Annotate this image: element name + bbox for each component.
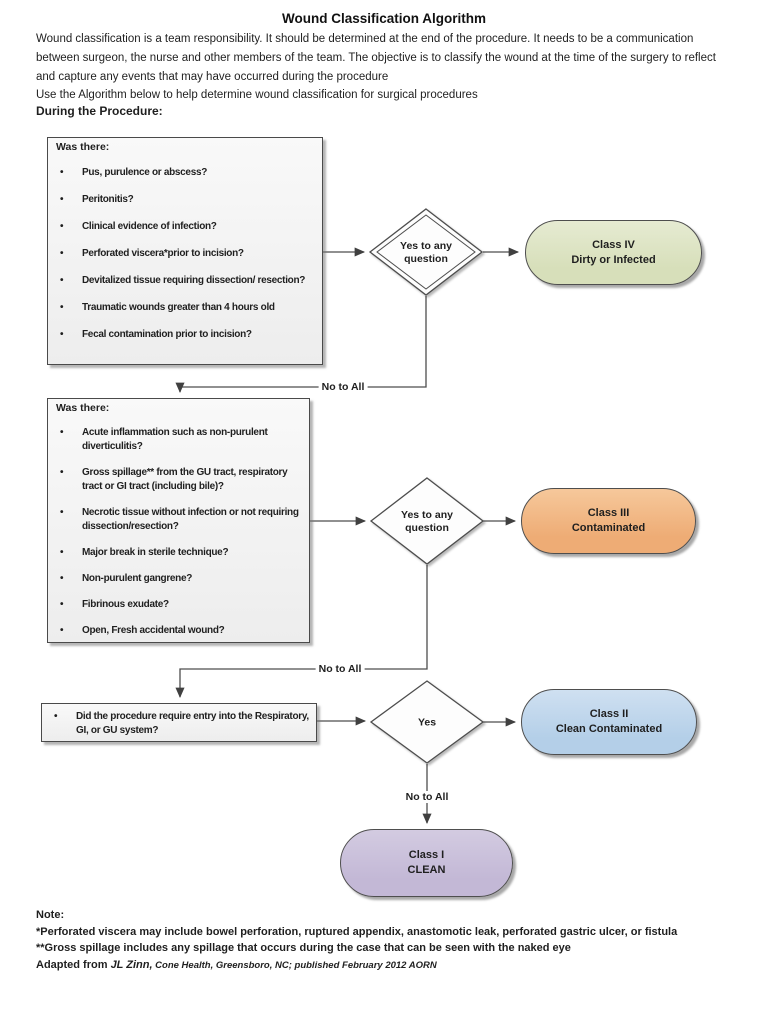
outcome-name-label: Dirty or Infected: [571, 253, 656, 266]
attribution-details: Cone Health, Greensboro, NC; published F…: [152, 959, 437, 971]
question-item: •Open, Fresh accidental wound?: [56, 624, 307, 638]
bullet-icon: •: [60, 275, 64, 286]
question-box-2-list: •Acute inflammation such as non-purulent…: [56, 426, 307, 638]
outcome-pill-class-i: Class I CLEAN: [340, 829, 513, 897]
edge-label-no-to-all-2: No to All: [315, 663, 365, 675]
question-item: •Traumatic wounds greater than 4 hours o…: [56, 301, 320, 315]
question-item: •Gross spillage** from the GU tract, res…: [56, 466, 307, 494]
bullet-icon: •: [60, 194, 64, 205]
question-box-1-heading: Was there:: [56, 141, 110, 153]
bullet-icon: •: [54, 711, 58, 722]
note-attribution: Adapted from JL Zinn, Cone Health, Green…: [36, 957, 756, 975]
edge-label-no-to-all-1: No to All: [318, 381, 368, 393]
decision-label-2: Yes to any question: [401, 509, 453, 534]
question-item: •Pus, purulence or abscess?: [56, 166, 320, 180]
instruction-line: Use the Algorithm below to help determin…: [36, 89, 478, 101]
outcome-name-label: CLEAN: [407, 864, 446, 876]
bullet-icon: •: [60, 221, 64, 232]
question-box-2: Was there: •Acute inflammation such as n…: [47, 398, 310, 643]
question-item: •Did the procedure require entry into th…: [50, 710, 314, 738]
edge-label-no-to-all-3: No to All: [402, 791, 452, 803]
note-line-1: *Perforated viscera may include bowel pe…: [36, 925, 678, 938]
question-item: •Fibrinous exudate?: [56, 598, 307, 612]
question-box-3-list: •Did the procedure require entry into th…: [50, 710, 314, 738]
page-title: Wound Classification Algorithm: [281, 11, 486, 26]
bullet-icon: •: [60, 625, 64, 636]
outcome-class-label: Class III: [587, 507, 630, 519]
question-item: •Necrotic tissue without infection or no…: [56, 506, 307, 534]
question-item: •Major break in sterile technique?: [56, 546, 307, 560]
bullet-icon: •: [60, 547, 64, 558]
outcome-class-label: Class IV: [592, 238, 635, 251]
outcome-pill-class-iv: Class IV Dirty or Infected: [525, 220, 702, 285]
question-item: •Perforated viscera*prior to incision?: [56, 247, 320, 261]
question-box-2-heading: Was there:: [56, 402, 110, 414]
bullet-icon: •: [60, 573, 64, 584]
outcome-pill-class-ii: Class II Clean Contaminated: [521, 689, 697, 755]
question-box-1: Was there: •Pus, purulence or abscess? •…: [47, 137, 323, 365]
question-item: •Fecal contamination prior to incision?: [56, 328, 320, 342]
bullet-icon: •: [60, 167, 64, 178]
bullet-icon: •: [60, 427, 64, 438]
bullet-icon: •: [60, 302, 64, 313]
outcome-class-label: Class II: [589, 708, 629, 720]
outcome-name-label: Contaminated: [571, 522, 646, 534]
decision-label-3: Yes: [417, 716, 437, 729]
bullet-icon: •: [60, 599, 64, 610]
note-heading: Note:: [36, 909, 65, 921]
question-item: •Devitalized tissue requiring dissection…: [56, 274, 320, 288]
attribution-prefix: Adapted from: [36, 958, 111, 971]
outcome-name-label: Clean Contaminated: [555, 723, 663, 735]
outcome-class-label: Class I: [408, 849, 445, 861]
outcome-pill-class-iii: Class III Contaminated: [521, 488, 696, 554]
question-item: •Acute inflammation such as non-purulent…: [56, 426, 307, 454]
bullet-icon: •: [60, 248, 64, 259]
question-item: •Peritonitis?: [56, 193, 320, 207]
note-line-2: **Gross spillage includes any spillage t…: [36, 942, 571, 954]
bullet-icon: •: [60, 507, 64, 518]
notes-block: Note: *Perforated viscera may include bo…: [36, 907, 756, 974]
question-box-1-list: •Pus, purulence or abscess? •Peritonitis…: [56, 166, 320, 342]
attribution-author: JL Zinn,: [110, 958, 153, 971]
bullet-icon: •: [60, 467, 64, 478]
intro-paragraph: Wound classification is a team responsib…: [36, 33, 716, 83]
question-item: •Non-purulent gangrene?: [56, 572, 307, 586]
question-box-3: •Did the procedure require entry into th…: [41, 703, 317, 742]
phase-heading: During the Procedure:: [36, 104, 163, 118]
question-item: •Clinical evidence of infection?: [56, 220, 320, 234]
decision-label-1: Yes to any question: [400, 240, 452, 265]
bullet-icon: •: [60, 329, 64, 340]
